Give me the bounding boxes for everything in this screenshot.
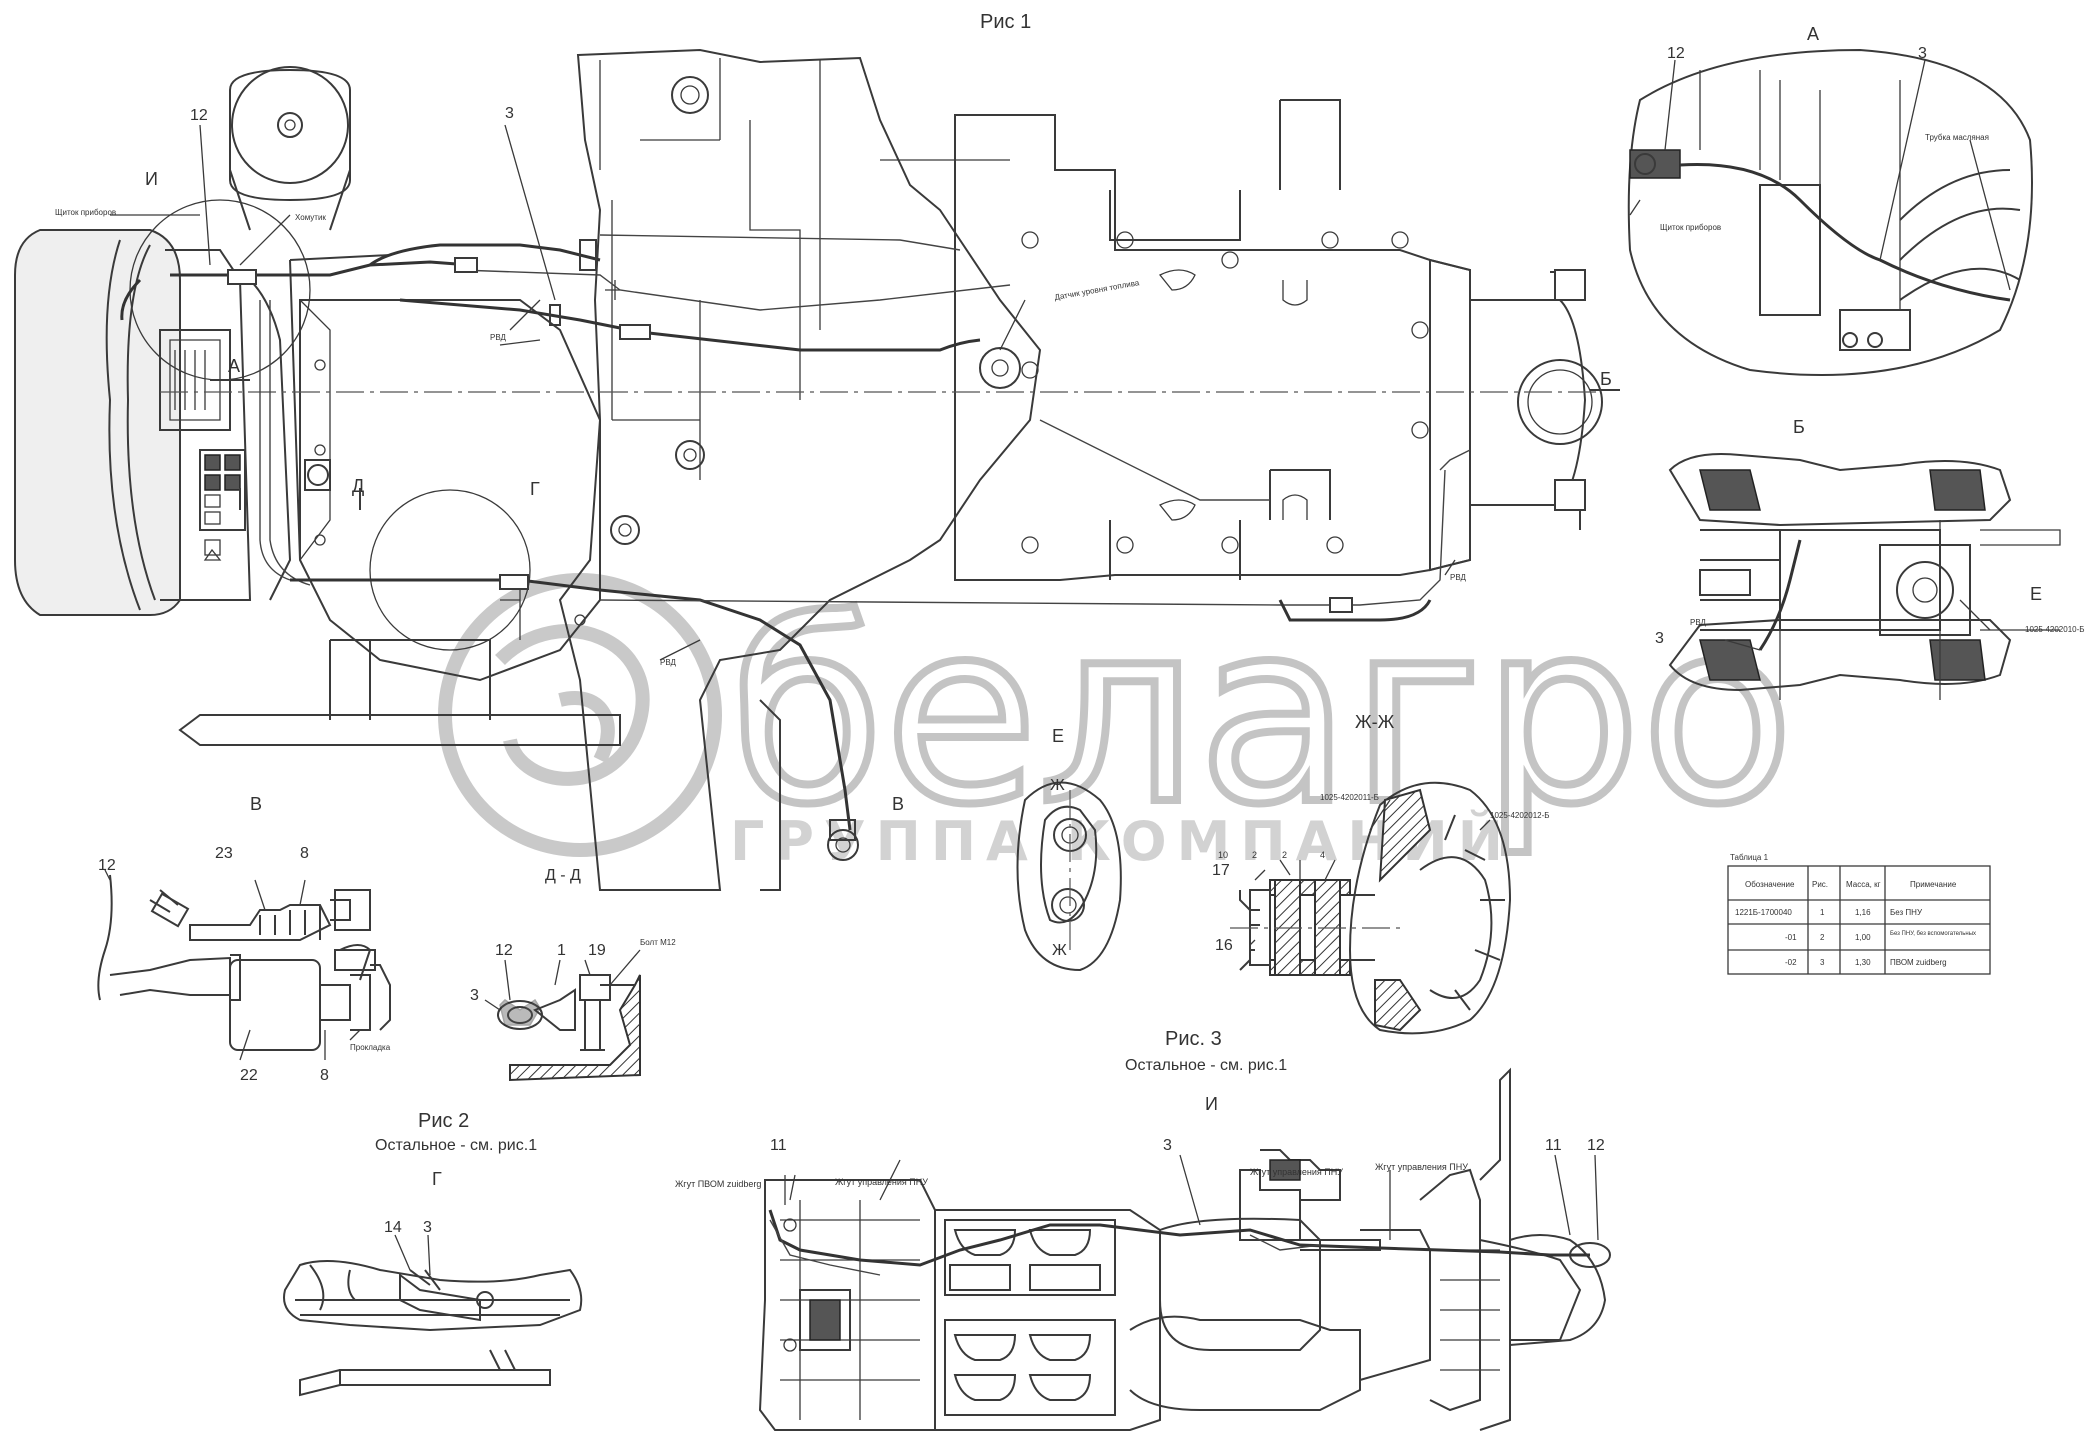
bolt-callout-3: 3 [470, 987, 479, 1004]
view-e-zh-top: Ж [1050, 777, 1065, 794]
view-b-title: Б [1793, 417, 1805, 437]
rvd-label-3: РВД [1450, 573, 1466, 582]
fig3-note: Остальное - см. рис.1 [1125, 1057, 1287, 1074]
tube-label: Трубка масляная [1925, 133, 1989, 142]
view-i-title: И [1205, 1094, 1218, 1114]
bolt-label: Болт М12 [640, 938, 676, 947]
view-v-callout-12: 12 [98, 857, 116, 874]
view-a-title: А [1807, 24, 1819, 44]
fig3-callout-12: 12 [1587, 1137, 1605, 1154]
fig3-caption: Рис. 3 [1165, 1028, 1222, 1050]
view-v [97, 869, 391, 1061]
view-d-marker: Д [352, 476, 364, 496]
table-1 [1727, 865, 1991, 975]
table-cell-r2c4: Без ПНУ, без вспомогательных [1890, 931, 1976, 937]
harness-pnu-label-3: Жгут управления ПНУ [1375, 1162, 1468, 1172]
table-header-mass: Масса, кг [1846, 880, 1881, 889]
rvd-label-1: РВД [490, 333, 506, 342]
holder-label: Хомутик [295, 213, 326, 222]
view-v-callout-5: 8 [300, 845, 309, 862]
fig3-callout-11b: 11 [1545, 1137, 1562, 1154]
fig3-callout-3: 3 [1163, 1137, 1172, 1154]
bolt-callout-17: 19 [588, 942, 606, 959]
table-cell-r1c4: Без ПНУ [1890, 908, 1923, 917]
fig2-note: Остальное - см. рис.1 [375, 1137, 537, 1154]
view-g [283, 1234, 583, 1397]
view-a-shield-label: Щиток приборов [1660, 223, 1721, 232]
view-v-marker: В [892, 794, 904, 814]
view-b-e-marker: Е [2030, 584, 2042, 604]
section-callout-2: 2 [1252, 850, 1257, 860]
view-e-title: Е [1052, 726, 1064, 746]
section-part2: 1025-4202011-Б [1320, 793, 1379, 802]
table-header-designation: Обозначение [1745, 880, 1795, 889]
view-g-callout-3: 3 [423, 1219, 432, 1236]
view-e [1016, 781, 1122, 972]
section-callout-10: 10 [1218, 850, 1228, 860]
view-b-rvd-label: РВД [1690, 618, 1706, 627]
harness-pvom-label: Жгут ПВОМ zuidberg [675, 1179, 761, 1189]
main-view [14, 48, 1603, 891]
section-callout-4: 4 [1320, 850, 1325, 860]
view-v-callout-23: 23 [215, 845, 233, 862]
bolt-callout-12: 12 [495, 942, 513, 959]
section-zh-zh [1230, 781, 1512, 1035]
harness-pnu-label-2: Жгут управления ПНУ [1250, 1167, 1343, 1177]
table-cell-r2c3: 1,00 [1855, 933, 1871, 942]
view-a-callout-3: 3 [1918, 45, 1927, 62]
view-b-callout-3: 3 [1655, 630, 1664, 647]
table-cell-r1c2: 1 [1820, 908, 1825, 917]
view-g-title: Г [432, 1169, 442, 1189]
view-v-title: В [250, 794, 262, 814]
section-part3: 1025-4202012-Б [1490, 811, 1550, 820]
view-a [1627, 48, 2033, 376]
view-i-marker: И [145, 169, 158, 189]
view-b-marker: Б [1600, 369, 1612, 389]
section-zh-title: Ж-Ж [1355, 712, 1395, 732]
harness-pnu-label: Жгут управления ПНУ [835, 1177, 928, 1187]
fig3-callout-11a: 11 [770, 1137, 787, 1154]
view-v-callout-8: 8 [320, 1067, 329, 1084]
view-b-part-label: 1025-4202010-Б [2025, 625, 2085, 634]
view-a-callout-12: 12 [1667, 45, 1685, 62]
callout-3: 3 [505, 105, 514, 122]
callout-12: 12 [190, 107, 208, 124]
fig3-view [758, 1067, 1611, 1431]
table-cell-r2c1: -01 [1785, 933, 1797, 942]
view-g-callout-14: 14 [384, 1219, 402, 1236]
fig2-caption: Рис 2 [418, 1110, 469, 1132]
table-title: Таблица 1 [1730, 853, 1769, 862]
bolt-detail [484, 949, 641, 1082]
table-cell-r3c4: ПВОМ zuidberg [1890, 958, 1947, 967]
view-a-marker: А [228, 356, 240, 376]
housing-bolts [1021, 231, 1429, 554]
section-callout-16: 16 [1215, 937, 1233, 954]
fig1-caption: Рис 1 [980, 11, 1031, 33]
washer-label: Прокладка [350, 1043, 391, 1052]
cable-routing [120, 234, 1471, 831]
shield-label: Щиток приборов [55, 208, 116, 217]
connectors [227, 239, 1353, 861]
view-e-zh-bottom: Ж [1052, 942, 1067, 959]
table-header-fig: Рис. [1812, 880, 1828, 889]
rvd-label-2: РВД [660, 658, 676, 667]
table-cell-r1c1: 1221Б-1700040 [1735, 908, 1792, 917]
watermark-brand: белагро [730, 568, 1794, 859]
view-b [1668, 453, 2061, 700]
table-cell-r1c3: 1,16 [1855, 908, 1871, 917]
table-cell-r3c1: -02 [1785, 958, 1797, 967]
watermark: белагро ГРУППА КОМПАНИЙ [438, 564, 1798, 873]
section-callout-19: 17 [1212, 862, 1230, 879]
section-callout-2b: 2 [1282, 850, 1287, 860]
bolt-callout-1: 1 [557, 942, 566, 959]
table-cell-r2c2: 2 [1820, 933, 1825, 942]
section-d-d: Д - Д [545, 867, 581, 884]
view-v-callout-22: 22 [240, 1067, 258, 1084]
sensor-label: Датчик уровня топлива [1054, 278, 1141, 302]
table-cell-r3c2: 3 [1820, 958, 1825, 967]
table-cell-r3c3: 1,30 [1855, 958, 1871, 967]
table-header-note: Примечание [1910, 880, 1957, 889]
view-g-marker: Г [530, 479, 540, 499]
